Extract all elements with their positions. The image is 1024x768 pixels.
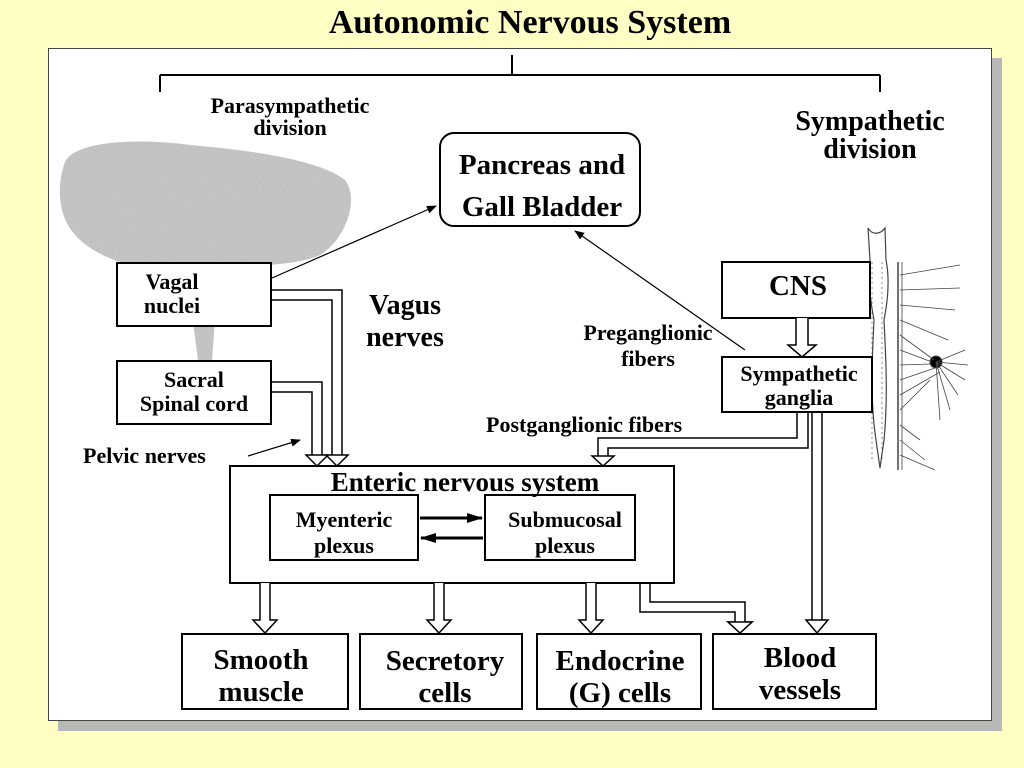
smooth-muscle-label: Smooth muscle: [182, 644, 340, 708]
blood-vessels-line1: Blood: [763, 642, 837, 674]
postganglionic-pathway: [590, 412, 830, 635]
submucosal-box: [484, 494, 636, 561]
division-bracket: [159, 55, 881, 92]
preganglionic-label: Preganglionic fibers: [560, 320, 736, 372]
sympathetic-ganglia-box: [721, 356, 873, 413]
sympathetic-division-line1: Sympathetic: [795, 106, 945, 137]
endocrine-label: Endocrine (G) cells: [538, 645, 702, 709]
sympathetic-ganglia-line1: Sympathetic: [740, 361, 858, 386]
endocrine-box: [536, 633, 702, 710]
sacral-box: [116, 360, 272, 425]
postganglionic-label: Postganglionic fibers: [486, 412, 683, 437]
vagus-pathway: [272, 289, 350, 468]
parasympathetic-division-line1: Parasympathetic: [210, 93, 370, 118]
preganglionic-line1: Preganglionic: [583, 320, 713, 345]
smooth-muscle-box: [181, 633, 349, 710]
vagal-nuclei-box: [116, 262, 272, 327]
pelvic-nerves-pointer: [247, 438, 301, 457]
vagal-nuclei-label: Vagal nuclei: [120, 270, 224, 318]
blood-vessels-line2: vessels: [758, 674, 842, 706]
myenteric-box: [269, 494, 419, 561]
enteric-label: Enteric nervous system: [330, 467, 600, 497]
sacral-line2: Spinal cord: [139, 391, 249, 416]
smooth-muscle-line1: Smooth: [213, 644, 309, 676]
sacral-label: Sacral Spinal cord: [117, 368, 271, 416]
pancreas-line1: Pancreas and: [458, 149, 626, 181]
page-title: Autonomic Nervous System: [328, 4, 732, 41]
submucosal-line2: plexus: [535, 533, 595, 558]
parasympathetic-division-line2: division: [253, 115, 327, 140]
vagus-nerves-line1: Vagus: [368, 290, 442, 321]
sympathetic-division-line2: division: [823, 134, 917, 165]
pancreas-label: Pancreas and Gall Bladder: [442, 144, 642, 228]
vagal-nuclei-line2: nuclei: [143, 293, 201, 318]
enteric-output-arrows: [251, 583, 754, 635]
myenteric-label: Myenteric plexus: [270, 507, 418, 559]
sympathetic-ganglia-label: Sympathetic ganglia: [722, 362, 876, 410]
submucosal-label: Submucosal plexus: [485, 507, 645, 559]
myenteric-line1: Myenteric: [295, 507, 393, 532]
vagal-nuclei-line1: Vagal: [145, 269, 199, 294]
secretory-label: Secretory cells: [364, 645, 526, 709]
sympathetic-ganglia-line2: ganglia: [764, 385, 834, 410]
ganglia-to-pancreas-arrow: [574, 230, 746, 351]
secretory-line1: Secretory: [385, 645, 505, 677]
vagus-nerves-line2: nerves: [366, 322, 444, 353]
endocrine-line1: Endocrine: [555, 645, 685, 677]
endocrine-line2: (G) cells: [568, 677, 672, 709]
secretory-box: [359, 633, 523, 710]
myenteric-line2: plexus: [314, 533, 374, 558]
blood-vessels-box: [712, 633, 877, 710]
pancreas-box: [439, 132, 641, 227]
preganglionic-line2: fibers: [621, 346, 675, 371]
sympathetic-division-label: Sympathetic division: [772, 108, 968, 164]
parasympathetic-division-label: Parasympathetic division: [186, 95, 394, 139]
sacral-line1: Sacral: [164, 367, 224, 392]
vagal-to-pancreas-arrow: [271, 205, 437, 279]
pancreas-line2: Gall Bladder: [461, 191, 623, 223]
vagus-nerves-label: Vagus nerves: [350, 290, 460, 354]
cns-label: CNS: [768, 270, 827, 302]
pelvic-nerves-label: Pelvic nerves: [83, 443, 206, 468]
smooth-muscle-line2: muscle: [218, 676, 304, 708]
submucosal-line1: Submucosal: [508, 507, 622, 532]
spinal-chain-illustration: [867, 226, 969, 471]
secretory-line2: cells: [418, 677, 472, 709]
cns-to-ganglia-arrow: [785, 318, 819, 358]
cns-box: [721, 261, 871, 319]
blood-vessels-label: Blood vessels: [720, 642, 880, 706]
